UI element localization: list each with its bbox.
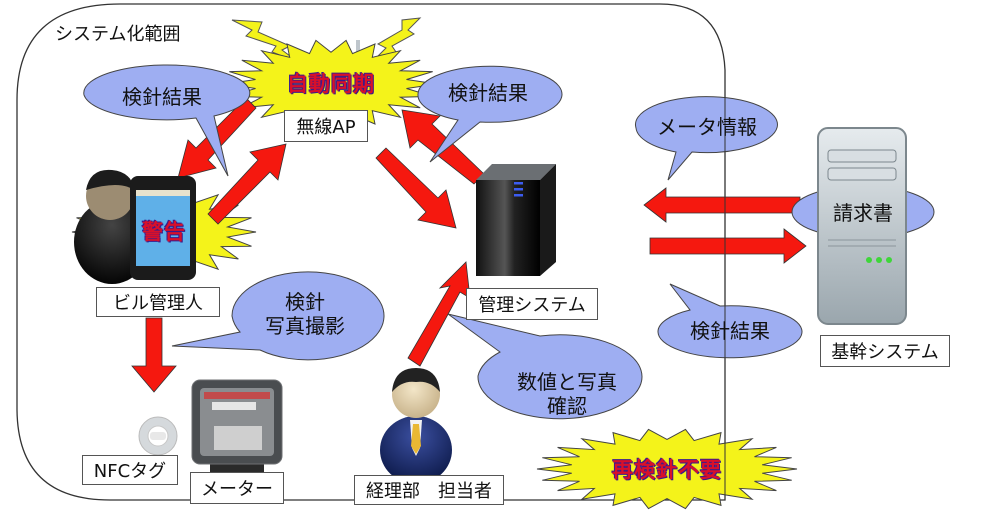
bubble-reading-result-left <box>83 64 251 177</box>
no-reread-burst <box>536 428 798 510</box>
warning-text: 警告 <box>142 220 186 244</box>
accounting-staff-avatar <box>380 368 452 484</box>
lightning-left-icon <box>231 19 299 63</box>
nfc-tag-icon <box>138 416 178 456</box>
arrow-manager-to-ap <box>207 143 287 225</box>
electricity-meter-icon <box>191 379 283 478</box>
bubble-reading-result-right <box>657 283 803 359</box>
invoice-text: 請求書 <box>833 201 893 225</box>
core-server-icon <box>817 127 907 325</box>
reading-result-right-text: 検針結果 <box>690 319 770 343</box>
reading-result-center-text: 検針結果 <box>448 81 528 105</box>
auto-sync-text: 自動同期 <box>287 72 375 96</box>
confirm-line1: 数値と写真 <box>517 370 617 394</box>
accounting-staff-label: 経理部 担当者 <box>354 475 504 505</box>
arrow-mgmt-to-core <box>649 228 807 264</box>
arrow-manager-to-meter <box>131 317 177 393</box>
bubble-reading-photo <box>171 271 385 361</box>
meter-info-text: メータ情報 <box>657 115 757 139</box>
meter-label: メーター <box>190 472 284 504</box>
reading-photo-line2: 写真撮影 <box>265 314 345 338</box>
arrow-core-to-mgmt <box>643 187 801 223</box>
arrow-ap-to-mgmt <box>375 147 457 229</box>
reading-photo-line1: 検針 <box>285 290 325 314</box>
building-manager-label: ビル管理人 <box>96 287 220 317</box>
bubble-meter-info <box>634 96 778 181</box>
scope-title: システム化範囲 <box>55 24 181 45</box>
reading-result-left-text: 検針結果 <box>122 85 202 109</box>
bubble-reading-result-center <box>417 65 563 163</box>
nfc-tag-label: NFCタグ <box>82 455 178 485</box>
management-system-label: 管理システム <box>466 288 598 320</box>
bubble-confirm <box>447 313 643 420</box>
wireless-ap-label: 無線AP <box>284 110 368 142</box>
arrow-staff-to-mgmt <box>407 261 471 367</box>
management-server-icon <box>476 164 556 276</box>
core-system-label: 基幹システム <box>820 335 950 367</box>
system-scope-boundary <box>16 3 726 501</box>
confirm-line2: 確認 <box>547 394 587 418</box>
tablet-icon <box>130 176 196 280</box>
no-reread-text: 再検針不要 <box>612 458 722 482</box>
